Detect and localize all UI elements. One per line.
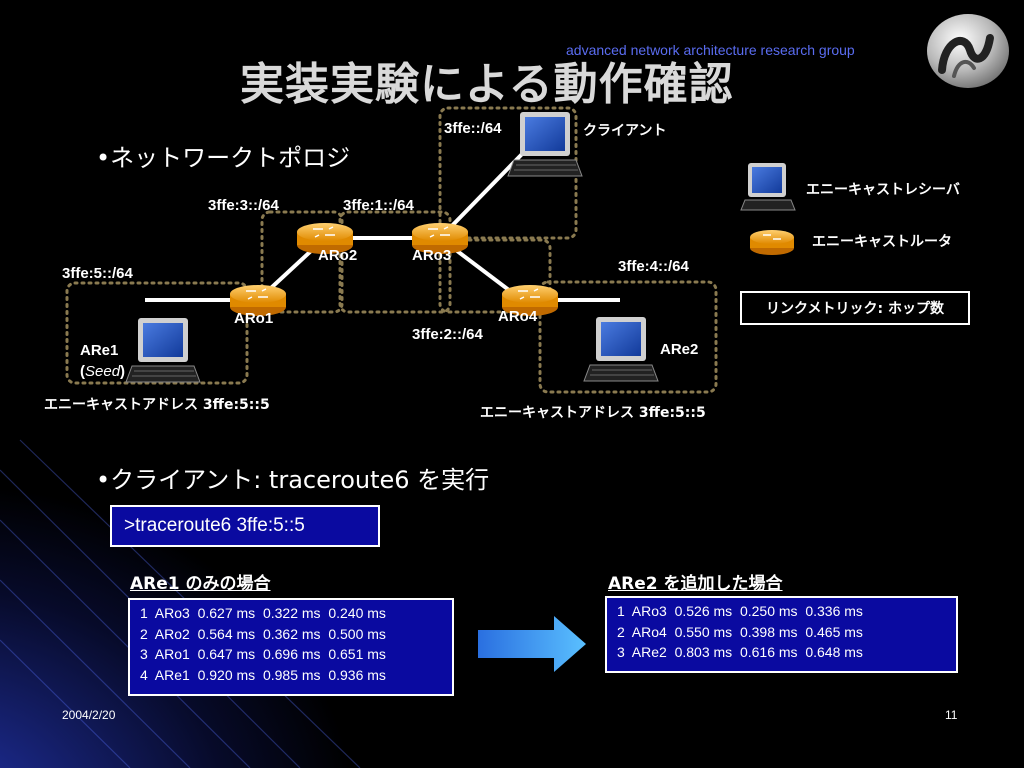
result-before-box: 1 ARo3 0.627 ms 0.322 ms 0.240 ms 2 ARo2… xyxy=(128,598,454,696)
prefix-3ffe-1: 3ffe:1::/64 xyxy=(343,197,414,214)
client-label: クライアント xyxy=(583,123,667,139)
computer-are2 xyxy=(583,317,659,382)
result-before-line: 1 ARo3 0.627 ms 0.322 ms 0.240 ms xyxy=(140,605,386,621)
computer-are1 xyxy=(125,318,201,383)
region-3ffe-2 xyxy=(438,238,552,314)
traceroute-command: >traceroute6 3ffe:5::5 xyxy=(110,505,380,547)
result-after-title: ARe2 を追加した場合 xyxy=(608,574,783,594)
topology-bullet: •ネットワークトポロジ xyxy=(96,144,351,172)
node-label-are1-seed: (Seed) xyxy=(80,363,126,380)
group-logo xyxy=(927,14,1009,88)
result-before-title: ARe1 のみの場合 xyxy=(130,574,271,594)
node-label-are1: ARe1 xyxy=(80,342,119,359)
computer-client xyxy=(507,112,583,177)
result-after-box: 1 ARo3 0.526 ms 0.250 ms 0.336 ms 2 ARo4… xyxy=(605,596,958,673)
client-command-bullet: •クライアント: traceroute6 を実行 xyxy=(96,466,490,494)
prefix-3ffe-0: 3ffe::/64 xyxy=(444,120,502,137)
result-before-line: 4 ARe1 0.920 ms 0.985 ms 0.936 ms xyxy=(140,666,386,683)
legend-router-label: エニーキャストルータ xyxy=(812,234,952,250)
region-3ffe-5 xyxy=(65,281,249,385)
page-number: 11 xyxy=(945,708,958,722)
anycast-address-left: エニーキャストアドレス 3ffe:5::5 xyxy=(44,397,270,413)
node-label-are2: ARe2 xyxy=(660,341,699,358)
right-arrow-icon xyxy=(478,616,586,672)
router-aro1 xyxy=(230,285,286,316)
result-after-line: 2 ARo4 0.550 ms 0.398 ms 0.465 ms xyxy=(617,623,863,640)
result-after-line: 3 ARe2 0.803 ms 0.616 ms 0.648 ms xyxy=(617,644,863,660)
region-3ffe-4 xyxy=(538,280,718,394)
link-metric-box: リンクメトリック: ホップ数 xyxy=(740,291,970,325)
link-metric-label: リンクメトリック: ホップ数 xyxy=(766,301,944,317)
router-aro4 xyxy=(502,285,558,316)
legend-receiver-icon xyxy=(740,163,796,211)
router-aro3 xyxy=(412,223,468,254)
router-aro2 xyxy=(297,223,353,254)
prefix-3ffe-4: 3ffe:4::/64 xyxy=(618,258,689,275)
org-name: advanced network architecture research g… xyxy=(566,42,855,58)
result-before-line: 3 ARo1 0.647 ms 0.696 ms 0.651 ms xyxy=(140,646,386,662)
node-label-aro3: ARo3 xyxy=(412,247,452,264)
node-label-aro1: ARo1 xyxy=(234,310,274,327)
node-label-aro4: ARo4 xyxy=(498,308,538,325)
region-3ffe-3 xyxy=(260,210,344,314)
result-before-line: 2 ARo2 0.564 ms 0.362 ms 0.500 ms xyxy=(140,625,386,642)
region-3ffe-1 xyxy=(338,210,452,314)
legend-receiver-label: エニーキャストレシーバ xyxy=(806,182,960,198)
prefix-3ffe-2: 3ffe:2::/64 xyxy=(412,326,483,343)
slide-title: 実装実験による動作確認 xyxy=(240,59,734,110)
legend-router-icon xyxy=(750,230,794,255)
prefix-3ffe-5: 3ffe:5::/64 xyxy=(62,265,133,282)
anycast-address-right: エニーキャストアドレス 3ffe:5::5 xyxy=(480,405,706,421)
node-label-aro2: ARo2 xyxy=(318,247,358,264)
network-diagram xyxy=(65,106,796,394)
prefix-3ffe-3: 3ffe:3::/64 xyxy=(208,197,279,214)
result-after-line: 1 ARo3 0.526 ms 0.250 ms 0.336 ms xyxy=(617,603,863,619)
footer-date: 2004/2/20 xyxy=(62,708,116,722)
